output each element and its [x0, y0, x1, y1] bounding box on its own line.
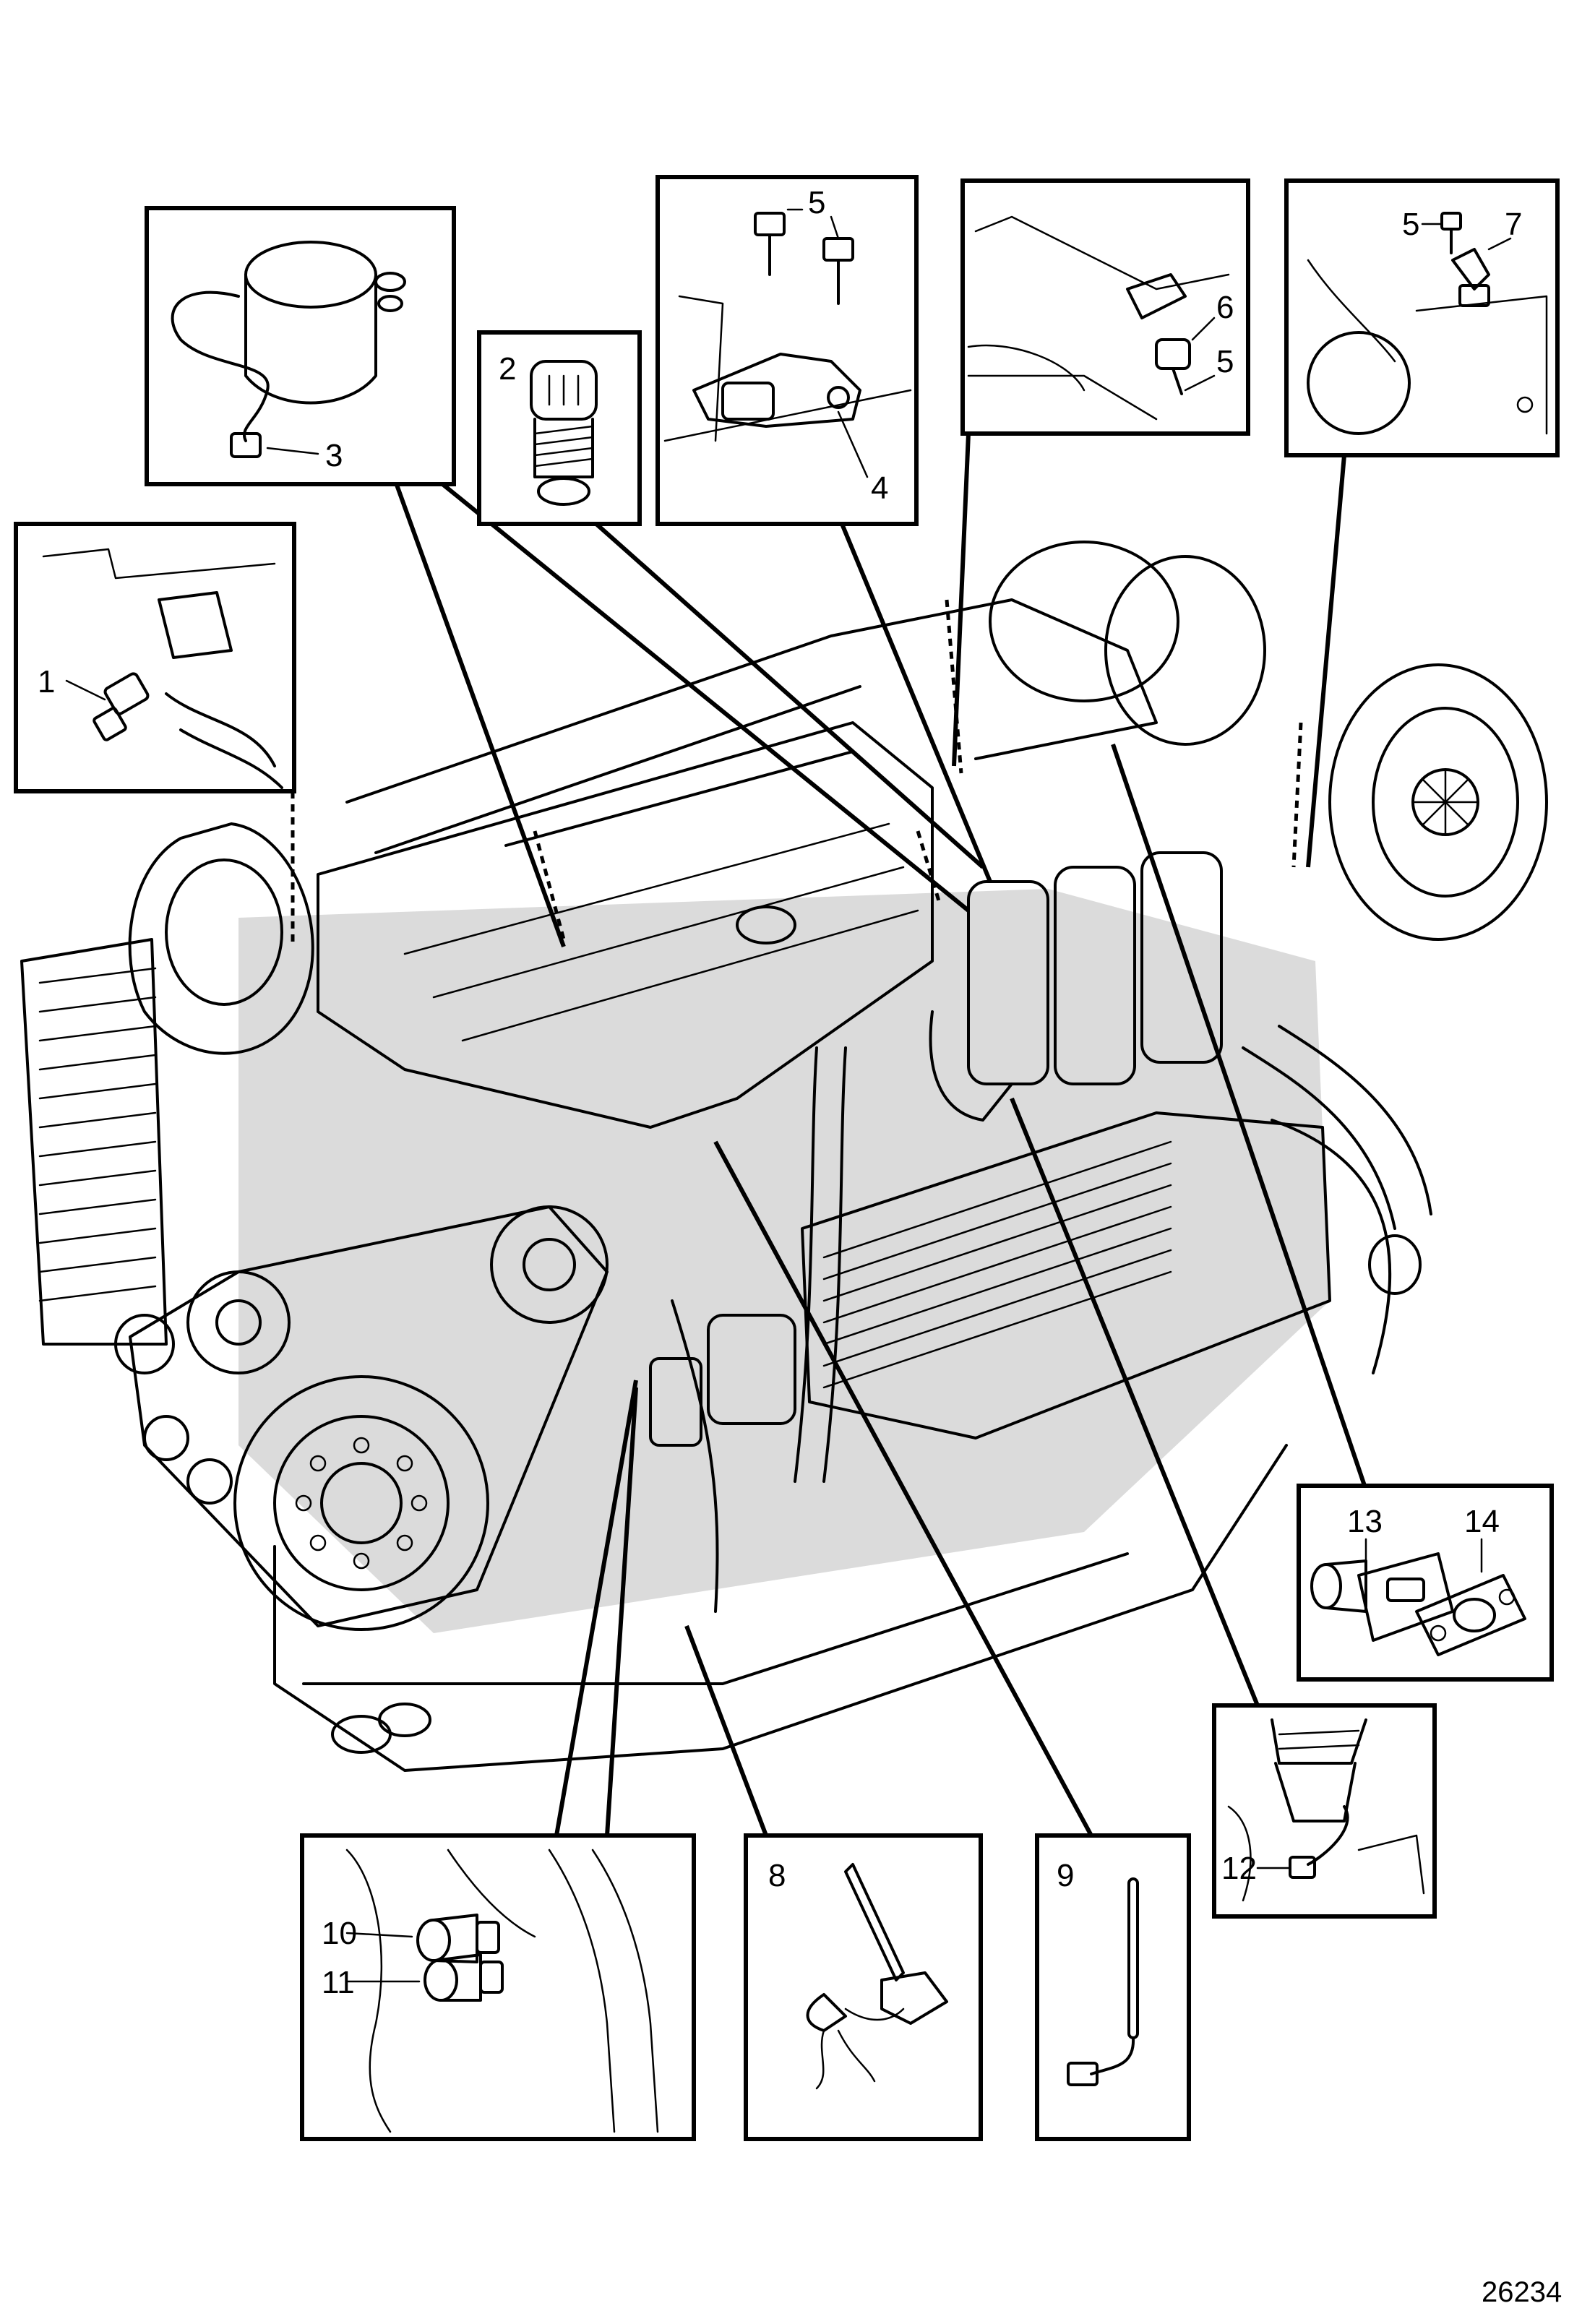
callout-4: 4 [871, 470, 888, 506]
bolt-icon [1440, 212, 1462, 254]
callout-6: 6 [1216, 290, 1234, 325]
inset-connector-4: 5 4 [655, 175, 919, 526]
sensor-icon [1155, 338, 1191, 395]
inset-sensor-13-14: 13 14 [1297, 1484, 1554, 1682]
inset-sensor-10: 8 [744, 1833, 983, 2141]
inset-sensor-3: 3 [145, 206, 456, 486]
callout-5c: 5 [1402, 207, 1419, 242]
callout-8: 10 [322, 1916, 357, 1951]
connector-icon [692, 353, 861, 428]
engine-illustration [20, 541, 1548, 1772]
callout-12: 12 [1221, 1851, 1257, 1886]
inset-sensor-7: 5 7 [1284, 178, 1560, 457]
gasket-icon [1415, 1574, 1526, 1656]
callout-11: 9 [1057, 1858, 1074, 1893]
sensor-icon [1310, 1552, 1454, 1642]
inset-sensor-12: 12 [1212, 1703, 1437, 1919]
inset-sensor-1: 1 [14, 522, 296, 793]
inset-sensor-6: 6 5 [960, 178, 1250, 436]
callout-10: 8 [768, 1858, 786, 1893]
callout-1: 1 [38, 664, 55, 700]
callout-7: 7 [1505, 207, 1522, 242]
sensor-icon [1451, 248, 1490, 307]
callout-14: 14 [1464, 1504, 1500, 1539]
sensor-icon [806, 1863, 948, 2090]
callout-13: 13 [1347, 1504, 1383, 1539]
switch-icon [530, 360, 598, 506]
callout-5a: 5 [808, 185, 825, 220]
plug-icon [424, 1953, 504, 2002]
dashed-indicators [291, 599, 1303, 947]
sensor-icon [1067, 1877, 1139, 2086]
figure-number: 26234 [1482, 2276, 1562, 2308]
plug-icon [416, 1914, 500, 1963]
callout-2: 2 [499, 351, 516, 387]
sensor-cable-icon [171, 290, 270, 458]
inset-switch-2: 2 [477, 330, 642, 526]
callout-9: 11 [322, 1965, 355, 2000]
inset-sensor-11: 9 [1035, 1833, 1191, 2141]
inset-sensors-8-9: 10 11 [300, 1833, 696, 2141]
callout-5b: 5 [1216, 344, 1234, 379]
callout-3: 3 [325, 438, 343, 473]
sensor-icon [93, 672, 150, 741]
